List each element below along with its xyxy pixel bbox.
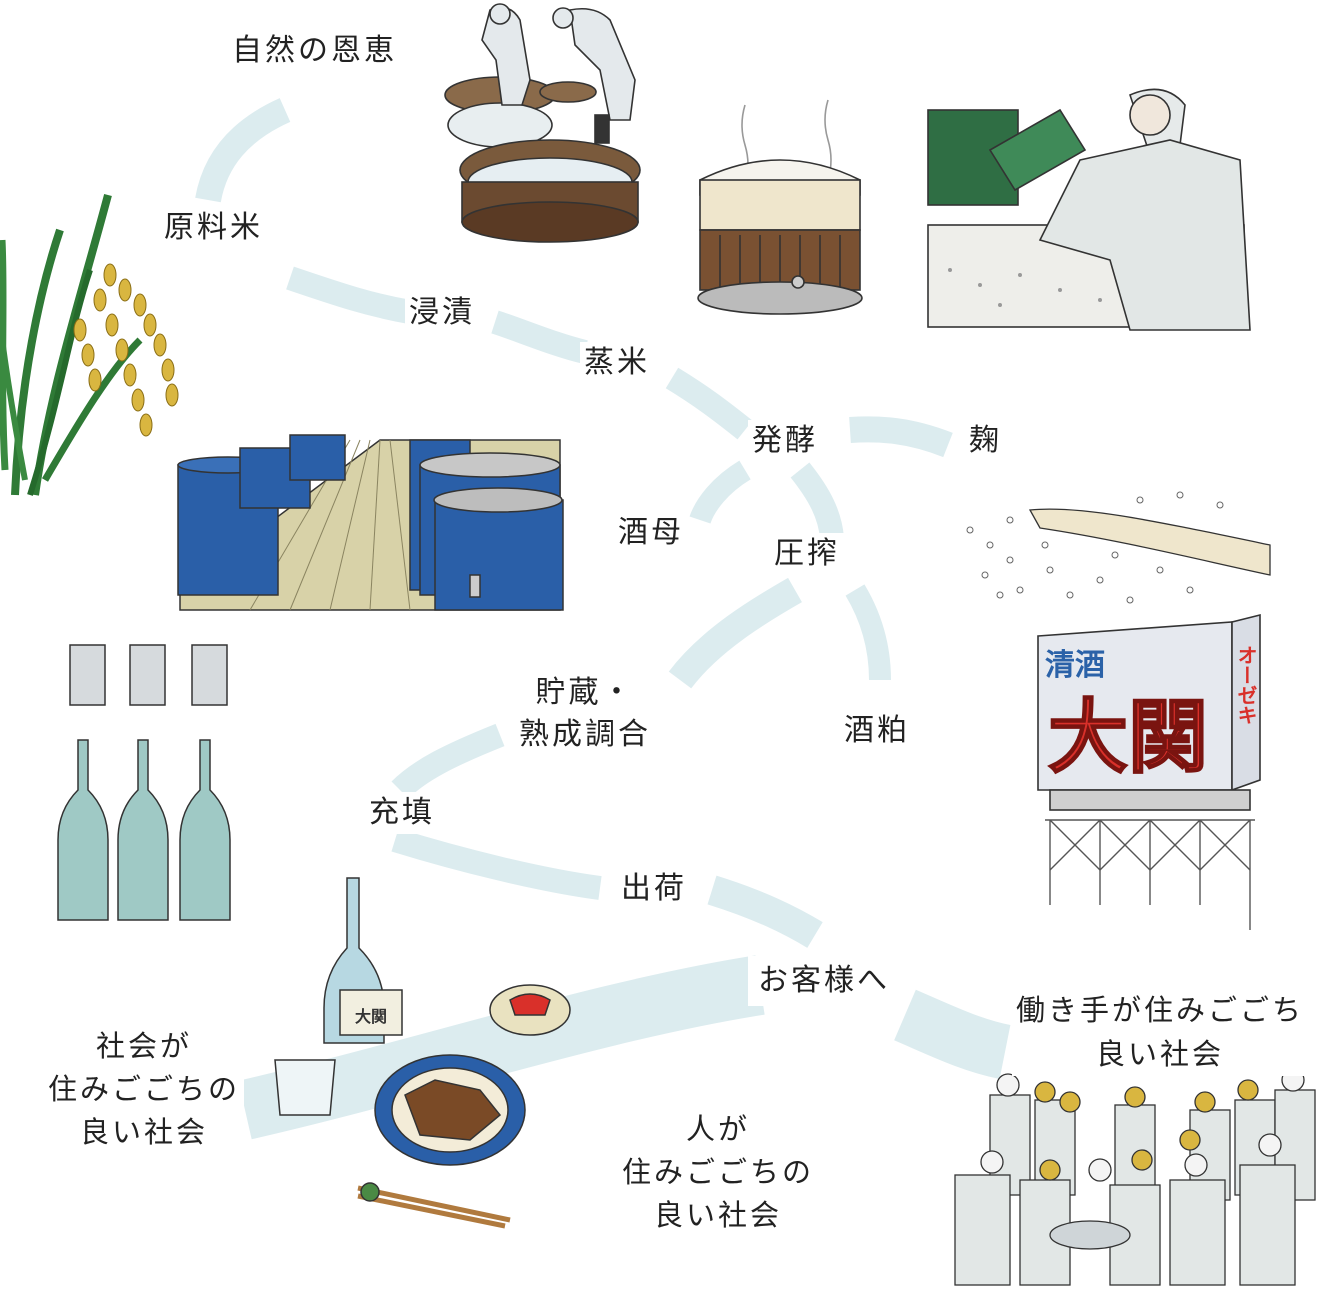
bottle-2	[117, 739, 169, 921]
flow-steam-to-ferment	[665, 367, 753, 440]
koji-spreading-illustration	[966, 491, 1271, 604]
flow-customers-to-workers	[894, 989, 1011, 1079]
flow-nature-to-rice	[195, 98, 291, 203]
label-storage: 貯蔵・ 熟成調合	[515, 672, 655, 756]
label-to-customers: お客様へ	[748, 956, 900, 1006]
label-raw-rice: 原料米	[160, 207, 267, 249]
sign-small-text: 清酒	[1045, 648, 1105, 683]
flow-press-to-storage	[668, 577, 802, 689]
label-bottling: 充填	[365, 792, 439, 834]
label-soaking: 浸漬	[405, 292, 479, 334]
label-nature: 自然の恩恵	[228, 30, 401, 72]
rice-plant-illustration	[0, 193, 179, 496]
flow-storage-to-bottling	[391, 723, 505, 799]
sake-glass	[274, 1059, 336, 1116]
label-shipping: 出荷	[617, 868, 691, 910]
label-yeast-starter: 酒母	[614, 512, 688, 554]
label-koji: 麹	[965, 420, 1006, 462]
flow-press-to-lees	[845, 584, 891, 681]
label-fermentation: 発酵	[748, 420, 822, 462]
bottle-1	[57, 739, 109, 921]
sign-side-text: オーゼキ	[1234, 645, 1258, 725]
steamer-illustration	[697, 99, 863, 315]
label-sake-lees: 酒粕	[840, 710, 914, 752]
label-pressing: 圧搾	[770, 533, 844, 575]
soaking-workers-illustration	[444, 3, 641, 243]
sake-bottle-label: 大関	[355, 1007, 387, 1026]
workers-group-illustration	[954, 1068, 1316, 1286]
dining-illustration: 大関	[274, 877, 571, 1229]
label-steaming: 蒸米	[580, 342, 654, 384]
brand-sign-tower-illustration: 清酒 大関 オーゼキ	[1037, 613, 1261, 930]
sign-brand-text: 大関	[1048, 691, 1208, 784]
bottle-3	[179, 739, 231, 921]
label-people-society: 人が 住みごごちの 良い社会	[618, 1108, 819, 1237]
flow-shipping-to-customers	[707, 875, 823, 948]
label-workers-society: 働き手が住みごごち 良い社会	[1012, 988, 1309, 1076]
flow-bottling-to-shipping	[391, 828, 602, 900]
fermentation-tanks-illustration	[177, 434, 564, 611]
flow-ferment-to-yeast	[689, 460, 751, 524]
flow-soak-to-steam	[491, 310, 588, 364]
bottling-illustration	[57, 644, 231, 921]
wooden-tub	[1049, 1220, 1131, 1250]
flow-rice-to-soak	[286, 266, 413, 324]
koji-worker-illustration	[927, 88, 1251, 331]
flow-koji-to-ferment	[849, 416, 953, 458]
filler-nozzles	[69, 644, 228, 706]
chopsticks	[357, 1185, 511, 1223]
label-community-society: 社会が 住みごごちの 良い社会	[44, 1025, 245, 1154]
flow-ferment-to-press	[790, 462, 844, 540]
